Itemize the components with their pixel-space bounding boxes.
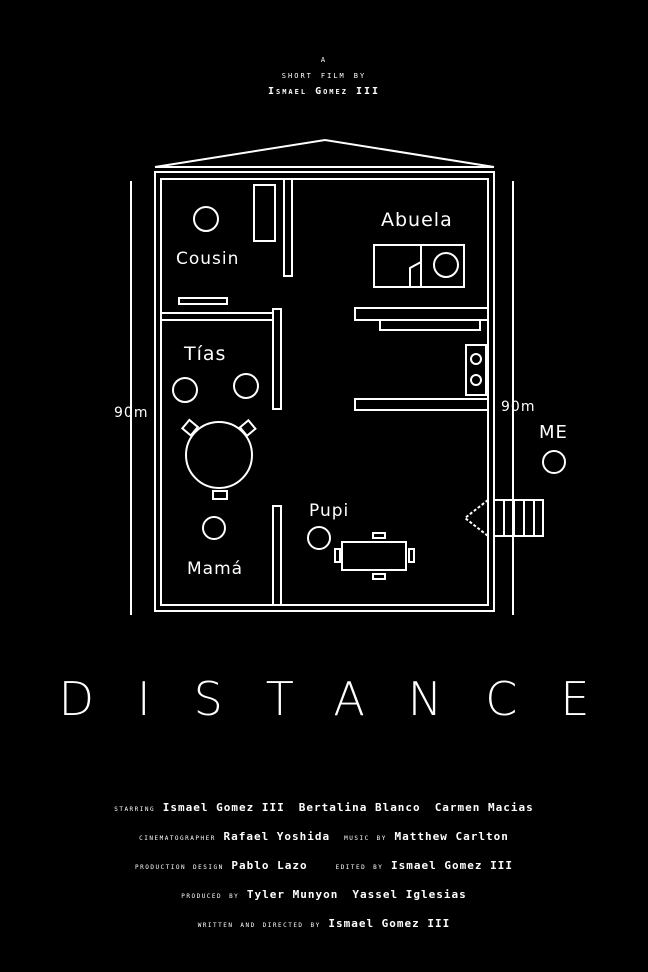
role-production-design: production design: [135, 862, 224, 872]
label-me: ME: [539, 422, 568, 443]
label-dim-right: 90m: [501, 399, 535, 415]
cousin-bed: [253, 184, 276, 242]
edited-name: Ismael Gomez III: [391, 859, 513, 872]
entrance-stairs: [493, 499, 544, 537]
inner-wall: [160, 178, 489, 606]
role-cinematographer: cinematographer: [139, 833, 216, 843]
label-dim-left: 90m: [114, 405, 148, 421]
role-written-directed: written and directed by: [197, 920, 321, 930]
abuela-wall: [354, 307, 489, 321]
mama-wall: [272, 505, 282, 606]
credit-produced: produced by Tyler Munyon Yassel Iglesias: [0, 881, 648, 910]
dining-table-rect: [341, 541, 407, 571]
tias-seat-2: [233, 373, 259, 399]
credit-starring: starring Ismael Gomez III Bertalina Blanc…: [0, 794, 648, 823]
tias-wall-right: [272, 308, 282, 410]
written-name: Ismael Gomez III: [328, 917, 451, 930]
header-short-film-by: short film by: [281, 70, 367, 81]
credit-cinematographer-music: cinematographer Rafael Yoshida music by M…: [0, 823, 648, 852]
chair-1: [180, 418, 200, 437]
chair-2: [238, 418, 257, 438]
floor-plan-drawing: Cousin Abuela Tías Mamá Pupi ME 90m 90m: [114, 138, 568, 615]
produced-name-1: Tyler Munyon: [246, 888, 339, 901]
label-pupi: Pupi: [309, 501, 349, 521]
header-director: Ismael Gomez III: [267, 86, 381, 97]
role-music: music by: [344, 833, 387, 843]
starring-name-2: Bertalina Blanco: [298, 801, 421, 814]
film-title: DISTANCE: [58, 672, 633, 726]
role-edited: edited by: [335, 862, 384, 872]
credit-production-edited: production design Pablo Lazo edited by Is…: [0, 852, 648, 881]
me-marker: [542, 450, 566, 474]
abuela-pillow: [409, 261, 422, 287]
label-abuela: Abuela: [381, 209, 453, 231]
kitchen-wall-lower: [354, 398, 489, 411]
entrance-door: [463, 499, 489, 537]
music-name: Matthew Carlton: [394, 830, 509, 843]
outer-wall: [154, 171, 495, 612]
starring-name-3: Carmen Macias: [434, 801, 534, 814]
tias-seat-1: [172, 377, 198, 403]
credit-block: starring Ismael Gomez III Bertalina Blanc…: [0, 794, 648, 939]
kitchen-counter: [379, 319, 481, 331]
chair-3: [212, 490, 228, 500]
cousin-door-bar: [178, 297, 228, 305]
role-starring: starring: [114, 804, 156, 814]
stove: [465, 344, 487, 396]
label-cousin: Cousin: [176, 249, 239, 269]
roof-outline: [154, 138, 495, 168]
dining-table-round: [185, 421, 253, 489]
header-a: a: [320, 54, 328, 65]
pupi-seat: [307, 526, 331, 550]
role-produced: produced by: [181, 891, 240, 901]
starring-name-1: Ismael Gomez III: [162, 801, 285, 814]
credit-written-directed: written and directed by Ismael Gomez III: [0, 910, 648, 939]
abuela-seat: [433, 252, 459, 278]
production-design-name: Pablo Lazo: [231, 859, 308, 872]
label-tias: Tías: [183, 343, 226, 365]
mama-seat: [202, 516, 226, 540]
cousin-seat: [193, 206, 219, 232]
produced-name-2: Yassel Iglesias: [352, 888, 467, 901]
cousin-wall: [283, 178, 293, 277]
label-mama: Mamá: [187, 559, 243, 579]
cinematographer-name: Rafael Yoshida: [223, 830, 331, 843]
abuela-bed: [373, 244, 465, 288]
